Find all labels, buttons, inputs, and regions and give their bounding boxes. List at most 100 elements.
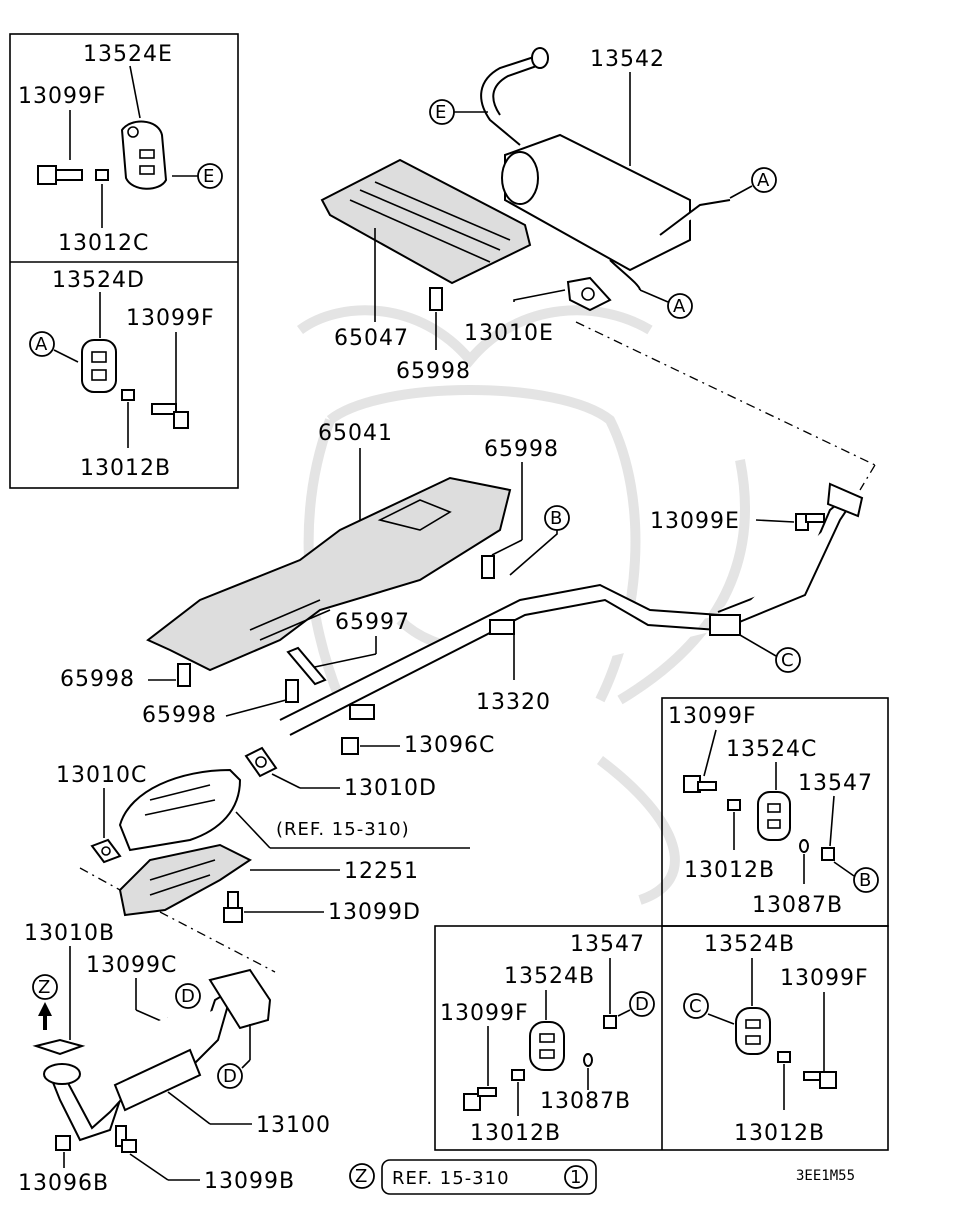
label-13099F-e: 13099F <box>780 966 869 991</box>
label-13099E: 13099E <box>650 509 740 534</box>
bracket-65997 <box>286 646 327 686</box>
label-13087B-a: 13087B <box>752 893 843 918</box>
hanger-13524E <box>120 120 168 190</box>
nut-65998-a <box>429 287 443 311</box>
label-13320: 13320 <box>476 690 551 715</box>
label-13012B-b: 13012B <box>684 858 775 883</box>
label-13524C: 13524C <box>726 737 817 762</box>
callout-D-box <box>629 991 655 1017</box>
nut-13096B <box>55 1135 71 1151</box>
label-13096B: 13096B <box>18 1171 109 1196</box>
label-13547-b: 13547 <box>570 932 645 957</box>
label-13010E: 13010E <box>464 321 554 346</box>
ref-bottom-num: 1 <box>570 1167 582 1188</box>
label-13099B: 13099B <box>204 1169 295 1194</box>
label-13010C: 13010C <box>56 763 147 788</box>
hanger-13524D <box>81 339 117 393</box>
front-pipe-13100 <box>43 968 272 1142</box>
svg-text:A: A <box>35 334 48 355</box>
nut-65998-b <box>481 555 495 579</box>
callout-D-pipe-side <box>217 1063 243 1089</box>
callout-Z-ref <box>349 1163 375 1189</box>
label-13524B-a: 13524B <box>504 964 595 989</box>
bolt-13099E <box>795 513 825 531</box>
label-13099F-b: 13099F <box>126 306 215 331</box>
nut-65998-c <box>177 663 191 687</box>
bolt-13099F-b <box>151 403 189 429</box>
svg-text:E: E <box>435 102 447 123</box>
hanger-13524B-a <box>529 1021 565 1071</box>
label-65998-c: 65998 <box>60 667 135 692</box>
reference-box <box>381 1159 597 1195</box>
label-65998-d: 65998 <box>142 703 217 728</box>
label-13542: 13542 <box>590 47 665 72</box>
ref-number-circle <box>564 1165 588 1189</box>
heat-shield-65041 <box>146 476 512 672</box>
svg-text:C: C <box>689 996 703 1017</box>
washer-13087B-a <box>799 839 809 853</box>
washer-13087B-b <box>583 1053 593 1067</box>
gasket-13010C <box>90 838 122 864</box>
svg-text:Z: Z <box>355 1166 368 1187</box>
pin-13012B-c <box>511 1069 525 1081</box>
bolt-13099F-c <box>683 775 717 793</box>
label-13099F-d: 13099F <box>440 1001 529 1026</box>
svg-text:D: D <box>223 1066 238 1087</box>
svg-text:C: C <box>781 650 795 671</box>
pin-13012B-b <box>727 799 741 811</box>
label-13099D: 13099D <box>328 900 421 925</box>
svg-text:A: A <box>757 170 770 191</box>
label-13012C: 13012C <box>58 231 149 256</box>
label-13524B-b: 13524B <box>704 932 795 957</box>
label-13524E: 13524E <box>83 42 173 67</box>
callout-E-box <box>197 163 223 189</box>
label-13547-a: 13547 <box>798 771 873 796</box>
svg-text:E: E <box>203 166 215 187</box>
pin-13012C <box>95 169 109 181</box>
pin-13012B-a <box>121 389 135 401</box>
label-65998-a: 65998 <box>396 359 471 384</box>
gasket-13010E <box>566 276 612 312</box>
gasket-13010B <box>32 1038 86 1056</box>
nut-13547-a <box>821 847 835 861</box>
svg-text:B: B <box>859 870 872 891</box>
heat-shield-65047 <box>320 158 532 285</box>
label-13012B-d: 13012B <box>734 1121 825 1146</box>
heat-shield-12251 <box>118 843 252 917</box>
inset-box-hangers-e-d <box>9 33 239 489</box>
callout-D-pipe-top <box>175 983 201 1009</box>
ref-catalyst: (REF. 15-310) <box>276 819 410 840</box>
bolt-13099F-d <box>463 1087 497 1111</box>
callout-A-top <box>751 167 777 193</box>
callout-A-box <box>29 331 55 357</box>
diagram-code: 3EE1M55 <box>796 1168 855 1184</box>
label-65998-b: 65998 <box>484 437 559 462</box>
callout-Z-pipe <box>32 974 58 1000</box>
svg-text:A: A <box>673 296 686 317</box>
label-13099C: 13099C <box>86 953 177 978</box>
label-13012B-c: 13012B <box>470 1121 561 1146</box>
label-13010B: 13010B <box>24 921 115 946</box>
label-65041: 65041 <box>318 421 393 446</box>
label-65047: 65047 <box>334 326 409 351</box>
hanger-13524C <box>757 791 791 841</box>
bolt-13099F-a <box>37 165 83 185</box>
catalytic-converter <box>118 768 242 852</box>
label-13100: 13100 <box>256 1113 331 1138</box>
nut-13547-b <box>603 1015 617 1029</box>
label-13099F-a: 13099F <box>18 84 107 109</box>
hanger-13524B-b <box>735 1007 771 1055</box>
ref-bottom: REF. 15-310 <box>392 1168 510 1189</box>
main-muffler-13542 <box>480 47 731 291</box>
up-arrow-icon <box>38 1002 52 1030</box>
callout-B-box <box>853 867 879 893</box>
label-13096C: 13096C <box>404 733 495 758</box>
label-65997: 65997 <box>335 610 410 635</box>
center-pipe-13320 <box>279 482 864 736</box>
label-12251: 12251 <box>344 859 419 884</box>
gasket-13010D <box>244 746 278 778</box>
bolt-13099F-e <box>803 1071 837 1089</box>
label-13099F-c: 13099F <box>668 704 757 729</box>
